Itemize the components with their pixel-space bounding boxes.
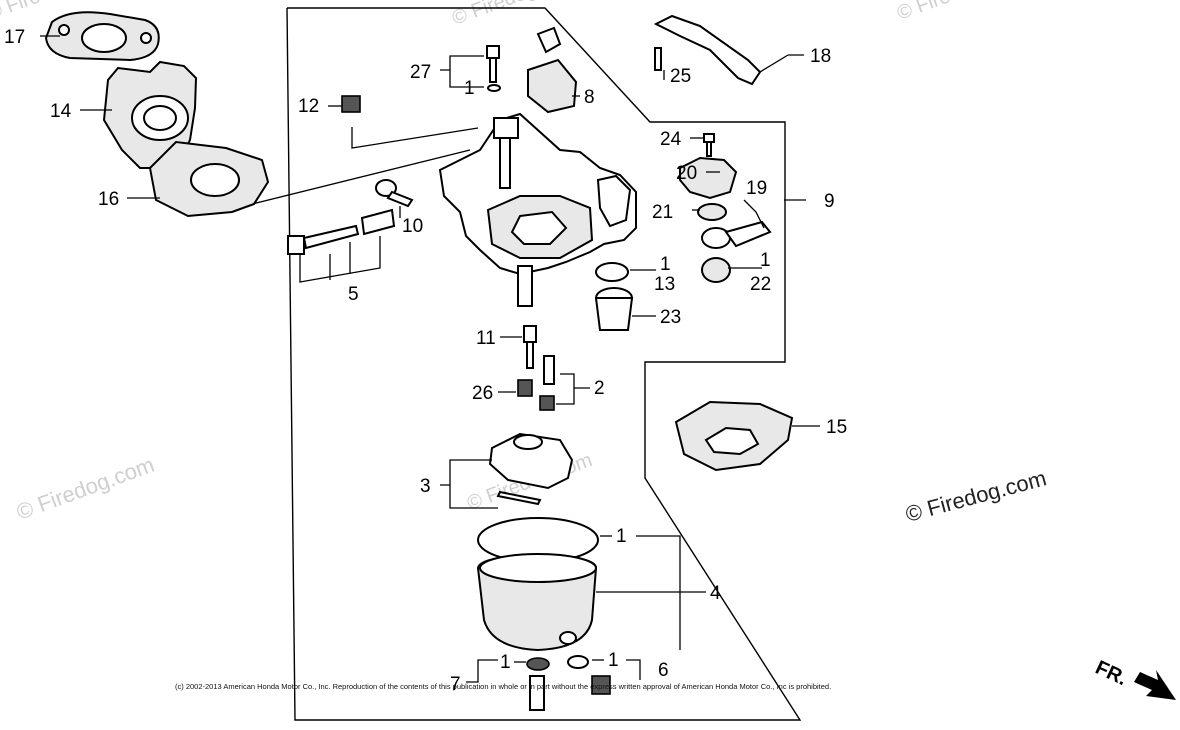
callout-3: 3	[420, 476, 431, 497]
watermark-main: © Firedog.com	[903, 465, 1049, 527]
callout-21: 21	[652, 202, 673, 223]
part-5-screw-spring	[287, 208, 396, 255]
callout-1-bottom-right: 1	[608, 650, 619, 671]
callout-13: 13	[654, 274, 675, 295]
callout-1-bowl: 1	[616, 526, 627, 547]
watermark-faint-5: © Firedog.com	[894, 0, 1025, 25]
part-23-jet	[594, 287, 634, 331]
part-14-insulator	[102, 60, 198, 169]
callout-15: 15	[826, 417, 847, 438]
part-24-screw	[703, 133, 715, 157]
part-26-jet	[517, 379, 533, 397]
callout-1-bottom-left: 1	[500, 652, 511, 673]
assembly-outline	[286, 7, 802, 721]
part-20-plate	[679, 156, 738, 200]
copyright-notice: (c) 2002-2013 American Honda Motor Co., …	[175, 682, 831, 691]
part-10-screw	[375, 179, 414, 208]
callout-20: 20	[676, 163, 697, 184]
callout-1-mid: 1	[660, 254, 671, 275]
callout-4: 4	[710, 583, 721, 604]
part-17-gasket	[44, 11, 160, 62]
part-13-oring	[595, 262, 629, 282]
part-27-screw	[486, 45, 501, 92]
callout-23: 23	[660, 307, 681, 328]
callout-18: 18	[810, 46, 831, 67]
part-12-clip	[341, 95, 361, 113]
callout-6: 6	[658, 660, 669, 681]
callout-1-right: 1	[760, 250, 771, 271]
callout-26: 26	[472, 383, 493, 404]
callout-8: 8	[584, 87, 595, 108]
callout-9: 9	[824, 191, 835, 212]
part-4-float-bowl	[476, 553, 598, 652]
part-3-float	[488, 432, 574, 506]
callout-27: 27	[410, 62, 431, 83]
part-11-needle	[523, 325, 537, 369]
part-carburetor-body	[438, 112, 637, 307]
callout-5: 5	[348, 284, 359, 305]
part-7-drain-bolt	[529, 675, 545, 711]
front-direction-indicator: FR.	[1092, 657, 1176, 700]
callout-10: 10	[402, 216, 423, 237]
part-2-valve	[539, 355, 555, 411]
callout-12: 12	[298, 96, 319, 117]
callout-11: 11	[476, 328, 496, 349]
part-15-gasket	[674, 400, 794, 472]
callout-16: 16	[98, 189, 119, 210]
callout-1-top: 1	[464, 78, 475, 99]
direction-label: FR.	[1092, 657, 1130, 691]
part-21-washer	[697, 203, 727, 221]
callout-24: 24	[660, 129, 682, 150]
part-1-washer-left	[526, 657, 550, 671]
part-1-washer-right	[567, 655, 589, 669]
leader-16-carb	[227, 149, 471, 211]
callout-2: 2	[594, 378, 605, 399]
callout-14: 14	[50, 101, 72, 122]
direction-arrow-icon	[1134, 670, 1176, 700]
callout-25: 25	[670, 66, 691, 87]
callout-22: 22	[750, 274, 771, 295]
part-22-seal	[701, 257, 731, 283]
part-16-gasket	[148, 140, 270, 218]
leader-lines	[40, 35, 820, 683]
callout-7: 7	[450, 674, 461, 695]
leader-12	[351, 127, 479, 149]
watermark-faint-1: © Firedog.com	[13, 452, 157, 525]
part-8-lever	[527, 26, 578, 114]
part-6-drain-screw	[591, 675, 611, 695]
callout-17: 17	[4, 27, 25, 48]
callout-19: 19	[746, 178, 767, 199]
part-18-choke-lever	[653, 14, 762, 86]
part-19-lever	[701, 220, 772, 249]
